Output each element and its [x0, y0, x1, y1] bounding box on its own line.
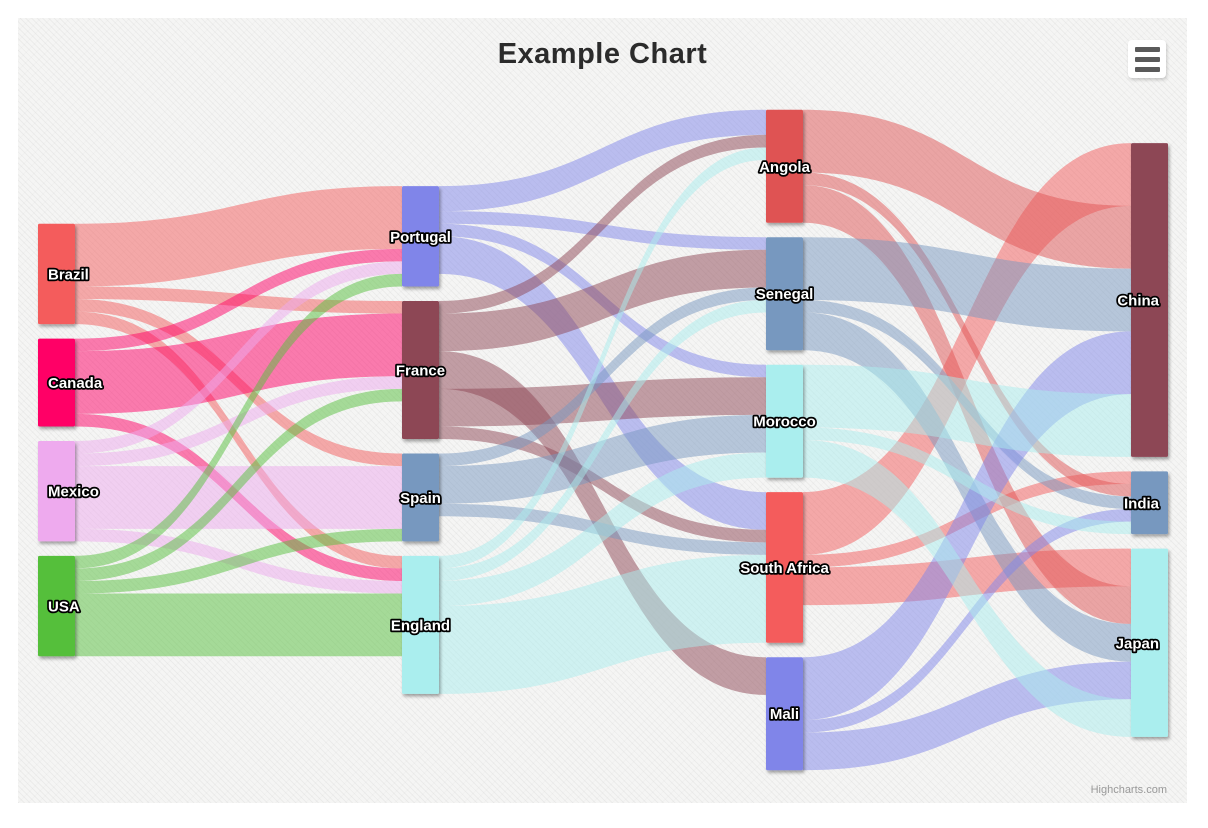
node-label-mali: Mali [770, 706, 799, 723]
sankey-link-usa-to-portugal[interactable] [75, 273, 402, 569]
sankey-link-usa-to-england[interactable] [75, 593, 402, 657]
sankey-node-mexico[interactable] [38, 440, 75, 542]
sankey-link-england-to-morocco[interactable] [439, 452, 766, 607]
node-label-japan: Japan [1116, 635, 1159, 652]
sankey-link-brazil-to-portugal[interactable] [75, 186, 402, 287]
sankey-link-canada-to-portugal[interactable] [75, 248, 402, 352]
sankey-node-france[interactable] [402, 300, 439, 440]
sankey-link-south-africa-to-china[interactable] [803, 143, 1131, 555]
sankey-link-portugal-to-angola[interactable] [439, 109, 766, 212]
node-label-india: India [1124, 495, 1160, 512]
node-label-usa: USA [48, 599, 80, 616]
sankey-node-portugal[interactable] [402, 186, 439, 287]
highcharts-credit-link[interactable]: Highcharts.com [1090, 784, 1167, 796]
sankey-link-senegal-to-china[interactable] [803, 237, 1131, 332]
sankey-node-india[interactable] [1131, 471, 1168, 535]
sankey-link-mexico-to-portugal[interactable] [75, 261, 402, 454]
sankey-link-angola-to-china[interactable] [803, 109, 1131, 269]
sankey-link-mexico-to-spain[interactable] [75, 466, 402, 529]
sankey-link-brazil-to-england[interactable] [75, 311, 402, 569]
node-label-brazil: Brazil [48, 266, 89, 283]
node-label-france: France [396, 363, 445, 380]
sankey-link-angola-to-india[interactable] [803, 172, 1131, 497]
sankey-link-mali-to-india[interactable] [803, 509, 1131, 733]
sankey-link-france-to-angola[interactable] [439, 134, 766, 314]
sankey-node-japan[interactable] [1131, 548, 1168, 737]
sankey-node-mali[interactable] [766, 657, 803, 771]
node-label-morocco: Morocco [753, 414, 816, 431]
sankey-link-france-to-south-africa[interactable] [439, 426, 766, 543]
sankey-link-portugal-to-senegal[interactable] [439, 211, 766, 250]
sankey-node-england[interactable] [402, 555, 439, 694]
node-label-portugal: Portugal [390, 229, 451, 246]
node-label-south-africa: South Africa [740, 560, 829, 577]
sankey-link-morocco-to-japan[interactable] [803, 440, 1131, 737]
sankey-link-usa-to-france[interactable] [75, 388, 402, 581]
node-label-china: China [1117, 293, 1159, 310]
sankey-link-england-to-angola[interactable] [439, 147, 766, 569]
node-label-england: England [391, 617, 450, 634]
sankey-link-england-to-south-africa[interactable] [439, 554, 766, 694]
sankey-link-france-to-senegal[interactable] [439, 249, 766, 352]
sankey-node-usa[interactable] [38, 555, 75, 657]
sankey-node-angola[interactable] [766, 109, 803, 223]
sankey-link-morocco-to-china[interactable] [803, 364, 1131, 457]
sankey-link-england-to-senegal[interactable] [439, 300, 766, 581]
sankey-link-spain-to-morocco[interactable] [439, 414, 766, 504]
sankey-node-canada[interactable] [38, 338, 75, 427]
chart-title: Example Chart [497, 38, 708, 70]
node-label-senegal: Senegal [756, 286, 814, 303]
chart-context-menu-button[interactable] [1128, 40, 1166, 78]
sankey-node-morocco[interactable] [766, 364, 803, 478]
sankey-node-china[interactable] [1131, 143, 1168, 457]
sankey-nodes-layer [38, 109, 1168, 771]
node-label-canada: Canada [48, 375, 103, 392]
node-label-spain: Spain [400, 490, 441, 507]
sankey-node-spain[interactable] [402, 453, 439, 542]
sankey-link-spain-to-senegal[interactable] [439, 287, 766, 467]
node-label-angola: Angola [759, 159, 810, 176]
sankey-node-brazil[interactable] [38, 223, 75, 325]
node-label-mexico: Mexico [48, 484, 99, 501]
sankey-node-south-africa[interactable] [766, 492, 803, 643]
sankey-node-senegal[interactable] [766, 237, 803, 351]
sankey-links-layer [75, 109, 1131, 771]
sankey-link-morocco-to-india[interactable] [803, 427, 1131, 535]
sankey-link-france-to-morocco[interactable] [439, 377, 766, 427]
sankey-link-usa-to-spain[interactable] [75, 528, 402, 594]
